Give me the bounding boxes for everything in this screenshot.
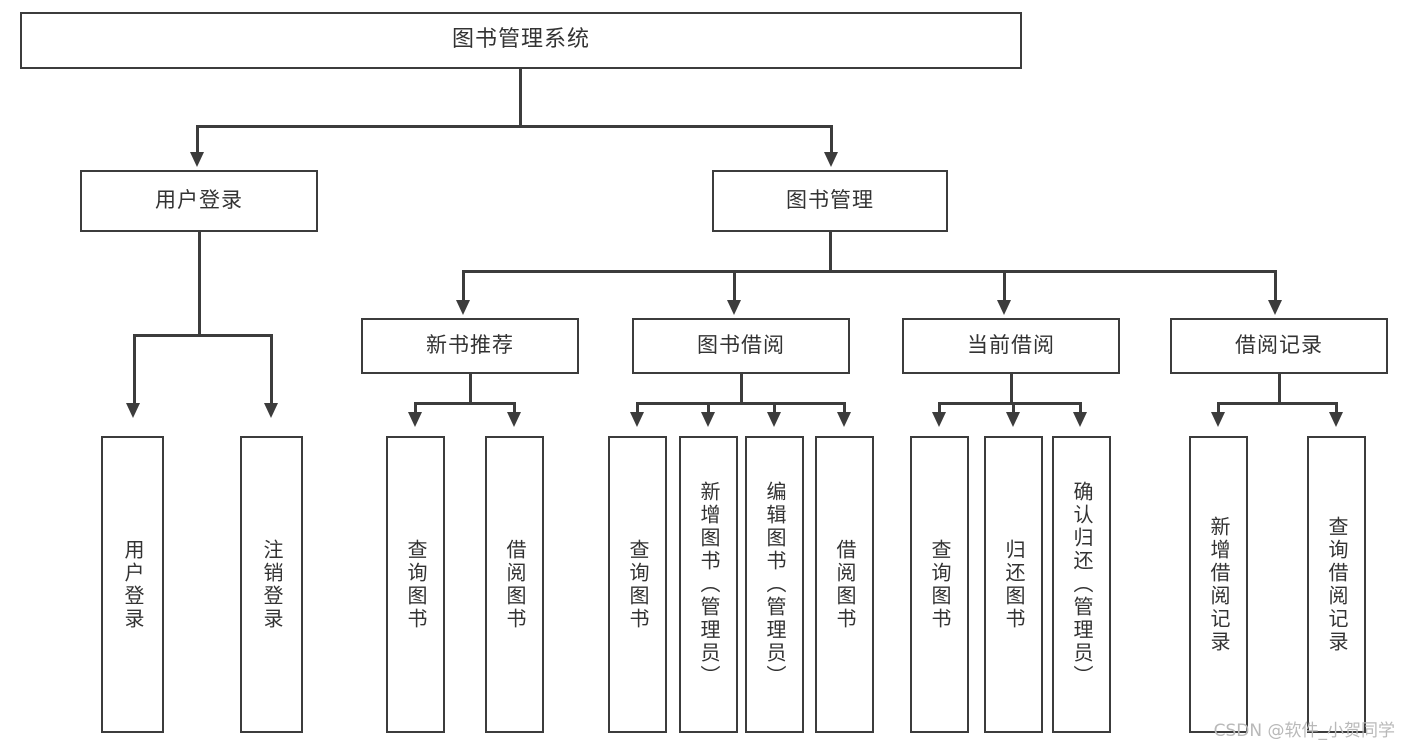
arrowhead-leaf-query-borrow-record xyxy=(1329,412,1343,427)
connector-nbr-drop-2 xyxy=(513,402,516,414)
node-label: 注销登录 xyxy=(260,538,284,631)
leaf-return-book[interactable]: 归还图书 xyxy=(984,436,1043,733)
connector-br-stem xyxy=(1278,374,1281,404)
arrowhead-user-login xyxy=(190,152,204,167)
connector-cb-stem xyxy=(1010,374,1013,404)
node-label: 查询借阅记录 xyxy=(1325,515,1349,654)
connector-book-manage-bus xyxy=(462,270,1276,273)
arrowhead-leaf-borrow-book xyxy=(837,412,851,427)
connector-cb-drop-2 xyxy=(1012,402,1015,414)
node-borrow-record[interactable]: 借阅记录 xyxy=(1170,318,1388,374)
leaf-query-book-borrow[interactable]: 查询图书 xyxy=(608,436,667,733)
connector-user-login-drop-1 xyxy=(133,334,136,405)
node-label: 新书推荐 xyxy=(426,333,514,358)
node-label: 确认归还（管理员） xyxy=(1070,481,1094,688)
leaf-user-logout[interactable]: 注销登录 xyxy=(240,436,303,733)
node-label: 归还图书 xyxy=(1002,538,1026,631)
connector-cb-drop-3 xyxy=(1079,402,1082,414)
node-label: 图书管理系统 xyxy=(451,27,590,53)
node-label: 新增借阅记录 xyxy=(1207,515,1231,654)
node-label: 用户登录 xyxy=(121,538,145,631)
connector-to-user-login xyxy=(196,125,199,155)
connector-cb-drop-1 xyxy=(938,402,941,414)
node-label: 新增图书（管理员） xyxy=(697,481,721,688)
node-label: 查询图书 xyxy=(404,538,428,631)
connector-cb-bus xyxy=(938,402,1081,405)
arrowhead-borrow-record xyxy=(1268,300,1282,315)
node-label: 借阅图书 xyxy=(503,538,527,631)
arrowhead-leaf-borrow-book-recommend xyxy=(507,412,521,427)
connector-bm-drop-2 xyxy=(733,270,736,302)
node-label: 借阅图书 xyxy=(833,538,857,631)
leaf-query-borrow-record[interactable]: 查询借阅记录 xyxy=(1307,436,1366,733)
connector-bm-drop-1 xyxy=(462,270,465,302)
leaf-borrow-book[interactable]: 借阅图书 xyxy=(815,436,874,733)
connector-user-login-drop-2 xyxy=(270,334,273,405)
arrowhead-leaf-add-book xyxy=(701,412,715,427)
arrowhead-leaf-confirm-return xyxy=(1073,412,1087,427)
connector-nbr-drop-1 xyxy=(414,402,417,414)
connector-bb-drop-2 xyxy=(707,402,710,414)
connector-bm-drop-4 xyxy=(1274,270,1277,302)
connector-br-drop-2 xyxy=(1335,402,1338,414)
node-book-borrow[interactable]: 图书借阅 xyxy=(632,318,850,374)
connector-br-bus xyxy=(1217,402,1337,405)
connector-user-login-stem xyxy=(198,232,201,336)
connector-bm-drop-3 xyxy=(1003,270,1006,302)
node-label: 借阅记录 xyxy=(1235,333,1323,358)
connector-nbr-stem xyxy=(469,374,472,404)
leaf-add-book[interactable]: 新增图书（管理员） xyxy=(679,436,738,733)
leaf-borrow-book-recommend[interactable]: 借阅图书 xyxy=(485,436,544,733)
connector-root-bus xyxy=(196,125,832,128)
connector-to-book-manage xyxy=(830,125,833,155)
arrowhead-new-book-recommend xyxy=(456,300,470,315)
node-book-manage[interactable]: 图书管理 xyxy=(712,170,948,232)
node-label: 用户登录 xyxy=(155,188,243,213)
arrowhead-leaf-return-book xyxy=(1006,412,1020,427)
node-label: 图书借阅 xyxy=(697,333,785,358)
node-root-system[interactable]: 图书管理系统 xyxy=(20,12,1022,69)
node-label: 查询图书 xyxy=(626,538,650,631)
arrowhead-leaf-edit-book xyxy=(767,412,781,427)
leaf-confirm-return[interactable]: 确认归还（管理员） xyxy=(1052,436,1111,733)
node-label: 当前借阅 xyxy=(967,333,1055,358)
connector-bb-drop-3 xyxy=(773,402,776,414)
arrowhead-leaf-user-login xyxy=(126,403,140,418)
connector-bb-stem xyxy=(740,374,743,404)
node-new-book-recommend[interactable]: 新书推荐 xyxy=(361,318,579,374)
arrowhead-current-borrow xyxy=(997,300,1011,315)
connector-root-stem xyxy=(519,69,522,127)
arrowhead-leaf-query-book-borrow xyxy=(630,412,644,427)
connector-user-login-bus xyxy=(133,334,272,337)
node-user-login[interactable]: 用户登录 xyxy=(80,170,318,232)
leaf-query-book-current[interactable]: 查询图书 xyxy=(910,436,969,733)
arrowhead-leaf-add-borrow-record xyxy=(1211,412,1225,427)
arrowhead-leaf-user-logout xyxy=(264,403,278,418)
node-label: 编辑图书（管理员） xyxy=(763,481,787,688)
connector-nbr-bus xyxy=(414,402,515,405)
connector-bb-drop-4 xyxy=(843,402,846,414)
connector-br-drop-1 xyxy=(1217,402,1220,414)
node-current-borrow[interactable]: 当前借阅 xyxy=(902,318,1120,374)
leaf-query-book-recommend[interactable]: 查询图书 xyxy=(386,436,445,733)
leaf-user-login[interactable]: 用户登录 xyxy=(101,436,164,733)
node-label: 查询图书 xyxy=(928,538,952,631)
leaf-add-borrow-record[interactable]: 新增借阅记录 xyxy=(1189,436,1248,733)
leaf-edit-book[interactable]: 编辑图书（管理员） xyxy=(745,436,804,733)
connector-bb-drop-1 xyxy=(636,402,639,414)
connector-book-manage-stem xyxy=(829,232,832,272)
connector-bb-bus xyxy=(636,402,844,405)
arrowhead-leaf-query-book-recommend xyxy=(408,412,422,427)
node-label: 图书管理 xyxy=(786,188,874,213)
arrowhead-leaf-query-book-current xyxy=(932,412,946,427)
arrowhead-book-manage xyxy=(824,152,838,167)
arrowhead-book-borrow xyxy=(727,300,741,315)
